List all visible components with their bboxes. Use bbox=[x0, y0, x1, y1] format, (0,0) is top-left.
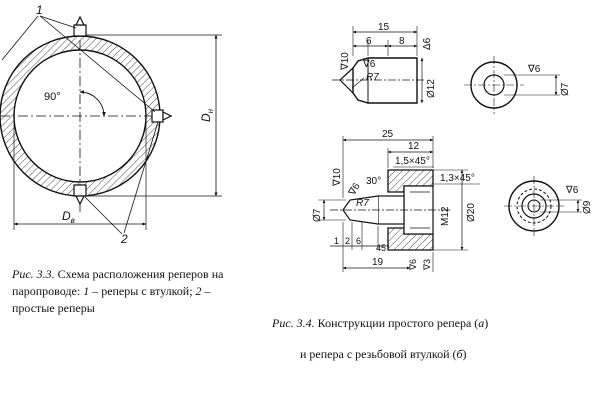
caption-fig-3-4-line-2: и репера с резьбовой втулкой (б) bbox=[300, 346, 590, 363]
dim-8: 8 bbox=[399, 36, 405, 47]
dim-dia7b: Ø7 bbox=[312, 208, 323, 222]
angle-label: 90° bbox=[44, 91, 61, 103]
dim-19: 19 bbox=[372, 257, 384, 268]
dim-25: 25 bbox=[382, 129, 394, 140]
simple-benchmark-end-view: ∇6 Ø7 bbox=[464, 56, 571, 114]
thread-m12: M12 bbox=[440, 206, 451, 226]
caption-3-4-prefix: Рис. 3.4. bbox=[272, 316, 315, 330]
caption-3-4-a: а bbox=[478, 316, 485, 330]
dim-6: 6 bbox=[366, 36, 372, 47]
dim-dia20: Ø20 bbox=[466, 203, 477, 222]
radius-r7b: R7 bbox=[356, 198, 369, 209]
rough-6b: ∇6 bbox=[347, 181, 363, 198]
rough-10: ∇10 bbox=[340, 52, 351, 71]
leader-1c bbox=[39, 15, 156, 113]
caption-3-3-body-2: – реперы с втулкой; bbox=[89, 284, 196, 298]
dim-dia7: Ø7 bbox=[560, 82, 571, 96]
callout-2: 2 bbox=[120, 232, 128, 246]
simple-pin-tip bbox=[339, 67, 354, 94]
rough-6: ∇6 bbox=[362, 59, 376, 70]
caption-3-4-end-1: ) bbox=[484, 316, 489, 330]
dim-inner-label: Dв bbox=[62, 209, 75, 225]
radius-leader bbox=[351, 77, 365, 89]
dim-delta6: Δ6 bbox=[422, 37, 433, 50]
rough-3: ∇3 bbox=[422, 259, 432, 271]
caption-3-4-b: б bbox=[456, 347, 463, 361]
benchmark-pin-right bbox=[151, 109, 173, 123]
caption-3-3-body-1: Схема расположения реперов на паропровод… bbox=[12, 267, 224, 298]
t-end-rough: ∇6 bbox=[565, 185, 579, 196]
pipe-section-diagram: 90° 1 2 Dн Dв bbox=[0, 3, 222, 246]
callout-1: 1 bbox=[36, 3, 43, 17]
caption-3-3-num-1: 1 bbox=[83, 284, 90, 298]
threaded-benchmark-side-view: 25 12 1,5×45° 1,3×45° ∇10 ∇6 30° R7 Ø7 M… bbox=[312, 129, 480, 272]
rough-10b: ∇10 bbox=[332, 168, 343, 187]
caption-3-4-body-2: и репера с резьбовой втулкой ( bbox=[300, 347, 457, 361]
leader-1b bbox=[39, 15, 77, 29]
dim-15: 15 bbox=[378, 22, 390, 33]
leader-2a bbox=[84, 196, 123, 235]
radius-r7: R7 bbox=[366, 72, 379, 83]
rough-6c: ∇6 bbox=[408, 259, 418, 271]
angle-30: 30° bbox=[366, 176, 381, 187]
threaded-benchmark-end-view: ∇6 Ø9 bbox=[504, 176, 593, 236]
leader-1a bbox=[1, 15, 39, 61]
chamfer-1: 1,5×45° bbox=[395, 156, 430, 167]
dim-1: 1 bbox=[334, 236, 339, 246]
caption-3-4-end-2: ) bbox=[462, 347, 467, 361]
dim-dia12: Ø12 bbox=[426, 79, 437, 98]
dim-6b: 6 bbox=[356, 236, 361, 246]
caption-3-3-prefix: Рис. 3.3. bbox=[12, 267, 55, 281]
benchmark-pin-bottom bbox=[73, 184, 87, 206]
angle-arc bbox=[79, 90, 106, 117]
chamfer-2: 1,3×45° bbox=[440, 173, 475, 184]
simple-benchmark-side-view: 15 6 8 Δ6 ∇10 ∇6 R7 Ø12 bbox=[332, 22, 437, 104]
angle-45: 45° bbox=[376, 243, 390, 253]
dim-2: 2 bbox=[345, 236, 350, 246]
caption-fig-3-3: Рис. 3.3. Схема расположения реперов на … bbox=[12, 266, 242, 317]
benchmark-pin-top bbox=[73, 15, 87, 37]
caption-3-3-body-3: – простые реперы bbox=[12, 284, 211, 315]
caption-3-4-body: Конструкции простого репера ( bbox=[314, 316, 479, 330]
end-rough: ∇6 bbox=[527, 64, 541, 75]
caption-fig-3-4-line-1: Рис. 3.4. Конструкции простого репера (а… bbox=[272, 315, 592, 332]
dim-dia9: Ø9 bbox=[582, 200, 593, 214]
dim-outer-label: Dн bbox=[199, 108, 215, 122]
caption-3-3-num-2: 2 bbox=[195, 284, 202, 298]
simple-pin-body bbox=[352, 57, 418, 104]
dim-12: 12 bbox=[408, 141, 420, 152]
leader-2b bbox=[123, 121, 159, 234]
